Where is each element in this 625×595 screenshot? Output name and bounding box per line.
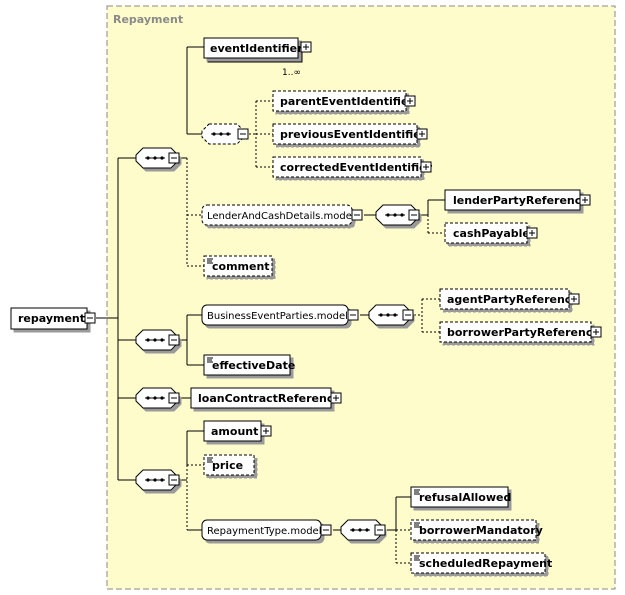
element-previous-event-identifier[interactable]: previousEventIdentifier — [272, 123, 428, 145]
borrower-party-reference-label: borrowerPartyReference — [447, 326, 600, 339]
scheduled-repayment-label: scheduledRepayment — [419, 557, 552, 570]
element-refusal-allowed[interactable]: refusalAllowed — [410, 486, 511, 508]
collapse-icon[interactable] — [408, 209, 420, 221]
loan-contract-reference-label: loanContractReference — [198, 392, 341, 405]
text-type-icon — [414, 522, 420, 528]
sequence-connector-lender[interactable] — [375, 204, 420, 226]
lender-party-reference-label: lenderPartyReference — [453, 194, 589, 207]
group-lender-and-cash-details[interactable]: LenderAndCashDetails.model — [201, 204, 363, 226]
collapse-icon[interactable] — [168, 334, 180, 346]
corrected-event-identifier-label: correctedEventIdentifier — [280, 161, 433, 174]
repayment-type-label: RepaymentType.model — [207, 526, 321, 537]
element-scheduled-repayment[interactable]: scheduledRepayment — [410, 552, 552, 574]
expand-icon[interactable] — [590, 326, 602, 338]
sequence-connector-parties[interactable] — [368, 304, 414, 326]
root-label: repayment — [18, 312, 85, 325]
collapse-icon[interactable] — [168, 474, 180, 486]
sequence-connector-repayment-type[interactable] — [340, 519, 386, 541]
sequence-connector-2[interactable] — [135, 329, 180, 351]
element-corrected-event-identifier[interactable]: correctedEventIdentifier — [272, 156, 433, 178]
sequence-connector-3[interactable] — [135, 387, 180, 409]
element-borrower-party-reference[interactable]: borrowerPartyReference — [439, 321, 602, 343]
refusal-allowed-label: refusalAllowed — [419, 491, 511, 504]
element-lender-party-reference[interactable]: lenderPartyReference — [444, 189, 591, 211]
text-type-icon — [414, 489, 420, 495]
text-type-icon — [207, 357, 213, 363]
parent-event-identifier-label: parentEventIdentifier — [280, 95, 414, 108]
element-effective-date[interactable]: effectiveDate — [203, 354, 295, 376]
element-borrower-mandatory[interactable]: borrowerMandatory — [410, 519, 543, 541]
connector-lines — [96, 46, 445, 564]
element-price[interactable]: price — [203, 454, 255, 476]
expand-icon[interactable] — [404, 95, 416, 107]
borrower-mandatory-label: borrowerMandatory — [419, 524, 543, 537]
agent-party-reference-label: agentPartyReference — [447, 293, 579, 306]
expand-icon[interactable] — [420, 161, 432, 173]
price-label: price — [212, 459, 243, 472]
collapse-icon[interactable] — [168, 152, 180, 164]
collapse-icon[interactable] — [237, 128, 249, 140]
multiplicity-label: 1..∞ — [282, 68, 301, 78]
sequence-connector-1[interactable] — [135, 147, 180, 169]
element-event-identifier[interactable]: eventIdentifier 1..∞ — [203, 37, 312, 78]
previous-event-identifier-label: previousEventIdentifier — [280, 128, 427, 141]
group-business-event-parties[interactable]: BusinessEventParties.model — [201, 304, 359, 326]
group-title: Repayment — [113, 13, 183, 26]
comment-label: comment — [212, 260, 270, 273]
cash-payable-label: cashPayable — [453, 227, 530, 240]
business-event-parties-label: BusinessEventParties.model — [207, 311, 348, 322]
element-agent-party-reference[interactable]: agentPartyReference — [439, 288, 580, 310]
element-cash-payable[interactable]: cashPayable — [444, 222, 538, 244]
element-parent-event-identifier[interactable]: parentEventIdentifier — [272, 90, 416, 112]
collapse-icon[interactable] — [320, 524, 332, 536]
element-loan-contract-reference[interactable]: loanContractReference — [190, 387, 342, 409]
lender-and-cash-details-label: LenderAndCashDetails.model — [207, 211, 355, 222]
event-identifier-label: eventIdentifier — [210, 42, 303, 55]
root-repayment-element[interactable]: repayment — [10, 307, 96, 330]
expand-icon[interactable] — [568, 293, 580, 305]
collapse-icon[interactable] — [374, 524, 386, 536]
text-type-icon — [207, 258, 213, 264]
optional-sequence-connector[interactable] — [201, 123, 249, 145]
collapse-icon[interactable] — [347, 309, 359, 321]
element-comment[interactable]: comment — [203, 255, 273, 277]
expand-icon[interactable] — [526, 227, 538, 239]
text-type-icon — [414, 555, 420, 561]
collapse-icon[interactable] — [84, 312, 96, 324]
expand-icon[interactable] — [416, 128, 428, 140]
collapse-icon[interactable] — [351, 209, 363, 221]
effective-date-label: effectiveDate — [212, 359, 295, 372]
collapse-icon[interactable] — [402, 309, 414, 321]
element-amount[interactable]: amount — [203, 420, 272, 442]
expand-icon[interactable] — [579, 194, 591, 206]
collapse-icon[interactable] — [168, 392, 180, 404]
sequence-connector-4[interactable] — [135, 469, 180, 491]
amount-label: amount — [211, 425, 258, 438]
group-repayment-type[interactable]: RepaymentType.model — [201, 519, 332, 541]
expand-icon[interactable] — [260, 425, 272, 437]
text-type-icon — [207, 457, 213, 463]
expand-icon[interactable] — [300, 41, 312, 53]
expand-icon[interactable] — [330, 392, 342, 404]
